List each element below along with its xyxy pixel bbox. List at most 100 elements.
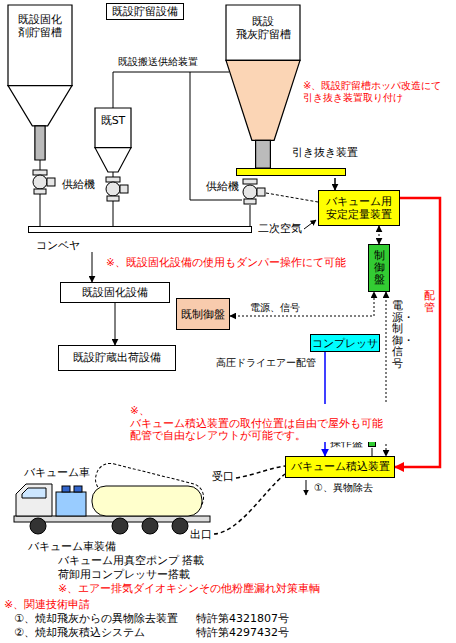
vehicle-label-slot: バキューム車 — [24, 466, 90, 479]
spec-heading-slot: バキューム車装備 — [28, 540, 116, 553]
spec-item: 荷卸用コンプレッサー搭載 — [58, 568, 190, 581]
raised-tank-outline — [93, 460, 207, 516]
silo-body — [95, 108, 131, 148]
silo-body — [8, 5, 72, 86]
note-text-slot: ※、関連技術申請 — [4, 598, 90, 611]
note-text: ※、既設固化設備の使用もダンパー操作にて可能 — [106, 256, 346, 269]
connector — [92, 252, 93, 282]
equipment-label-slot: 供給機 — [206, 180, 239, 193]
note-text: ※、エアー排気ダイオキシンその他粉塵漏れ対策車輌 — [58, 582, 320, 595]
node-label: コンベヤ — [36, 239, 80, 252]
note-text-slot: ※、既設貯留槽ホッパ改造にて 引き抜き装置取り付け — [303, 80, 451, 104]
connector-label: 配管 — [424, 290, 435, 314]
equipment-label: 供給機 — [206, 180, 239, 193]
pipe-label: 高圧ドライエアー配管 — [216, 357, 316, 369]
feeder-outlet — [244, 199, 256, 204]
feeder-symbols — [33, 170, 265, 204]
port-label: 出口 — [190, 528, 212, 541]
cab-window — [22, 488, 46, 498]
pump-part — [74, 486, 82, 492]
feeder-outlet — [34, 189, 46, 194]
truck-cab — [16, 484, 52, 516]
equipment-label: 二次空気 — [258, 222, 302, 235]
spec-item: バキューム用真空ポンプ 搭載 — [58, 554, 205, 567]
vehicle-label: バキューム車 — [24, 466, 90, 479]
feeder-inlet — [33, 170, 47, 175]
feeder-inlet — [243, 179, 257, 184]
feeder-motor — [120, 185, 128, 193]
vacuum-truck — [14, 460, 210, 534]
node-label: バキューム積込装置 — [291, 460, 390, 473]
process-box: バキューム積込装置 — [285, 456, 395, 478]
silo-hopper — [95, 148, 131, 172]
connector-label-slot: 配管 — [424, 290, 435, 314]
hose-line — [236, 466, 285, 478]
connector-label-slot: 電源・制御・信号 — [392, 300, 403, 369]
feeder-outlet — [107, 196, 119, 201]
feeder-rotor — [106, 182, 120, 196]
patent-item-slot: ②、焼却飛灰積込システム — [14, 626, 145, 639]
feeder-outlet-line — [250, 205, 251, 226]
spec-item-slot: 荷卸用コンプレッサー搭載 — [58, 568, 190, 581]
equipment-label: 供給機 — [62, 178, 95, 191]
callout-label-slot: ①、異物除去 — [314, 482, 373, 494]
transport-lines — [113, 72, 250, 226]
compressor-box: コンプレッサ — [310, 334, 380, 352]
connector-label: 電源・制御・信号 — [392, 300, 403, 369]
wheel — [30, 518, 46, 534]
note-text: ※、バキューム積込装置の取付位置は自由で屋外も可能 配管で自由なレアウトが可能で… — [130, 404, 398, 442]
port-label-slot: 受口 — [212, 470, 234, 483]
equipment-label-slot: 二次空気 — [258, 222, 302, 235]
fly-ash-silo: 既設 飛灰貯留槽 — [226, 5, 300, 168]
note-text-slot: ※、既設固化設備の使用もダンパー操作にて可能 — [106, 256, 346, 269]
transport-line — [190, 72, 242, 200]
node-label: 引き抜き装置 — [292, 146, 358, 159]
note-text-slot: ※、エアー排気ダイオキシンその他粉塵漏れ対策車輌 — [58, 582, 320, 595]
connector — [372, 448, 373, 456]
silo-outlet — [35, 126, 45, 160]
patent-number-slot: 特許第4297432号 — [196, 626, 289, 639]
transport-line — [113, 72, 229, 108]
connector — [379, 226, 380, 244]
silo-hopper — [8, 86, 72, 126]
patent-number-slot: 特許第4321807号 — [196, 612, 289, 625]
connector-label-slot: 電源、信号 — [250, 302, 300, 314]
spec-item-slot: バキューム用真空ポンプ 搭載 — [58, 554, 205, 567]
title-box-slot: 既設貯留設備 — [106, 3, 184, 20]
connector-label: 電源、信号 — [250, 302, 300, 314]
node-label: 既制御盤 — [181, 308, 225, 321]
extraction-bar — [236, 168, 346, 176]
patent-number: 特許第4297432号 — [196, 626, 289, 639]
patent-item: ①、焼却飛灰からの異物除去装置 — [14, 612, 178, 625]
process-box: バキューム用 安定定量装置 — [318, 190, 400, 226]
node-label: バキューム用 安定定量装置 — [323, 195, 395, 221]
process-box: 既設貯蔵出荷設備 — [58, 345, 176, 371]
wheel — [172, 518, 188, 534]
vertical-label: 制御盤 — [374, 250, 385, 286]
title-box: 既設貯留設備 — [106, 3, 184, 20]
port-label: 受口 — [212, 470, 234, 483]
node-label: コンプレッサ — [312, 337, 378, 350]
small-silo: 既ST — [95, 108, 131, 172]
note-text: ※、関連技術申請 — [4, 598, 90, 611]
control-panel: 既制御盤 — [176, 298, 230, 330]
conveyor-belt — [28, 226, 252, 233]
node-label: 既設 飛灰貯留槽 — [229, 15, 297, 41]
feeder-motor — [257, 188, 265, 196]
node-label: 既設固化設備 — [82, 286, 148, 299]
feeder-rotor — [33, 175, 47, 189]
extraction-device: 引き抜き装置 — [236, 146, 358, 178]
node-label: 既設貯蔵出荷設備 — [73, 351, 161, 364]
wheel — [112, 518, 128, 534]
port-label-slot: 出口 — [190, 528, 212, 541]
equipment-label-slot: 既設搬送供給装置 — [118, 56, 198, 68]
truck-tank — [92, 486, 202, 516]
silo-body — [226, 5, 300, 60]
patent-number: 特許第4321807号 — [196, 612, 289, 625]
control-panel: 制御盤 — [368, 244, 390, 292]
wheel — [142, 518, 158, 534]
node-label: 既ST — [96, 114, 130, 127]
note-text: ※、既設貯留槽ホッパ改造にて 引き抜き装置取り付け — [303, 80, 451, 104]
equipment-label-slot: 供給機 — [62, 178, 95, 191]
